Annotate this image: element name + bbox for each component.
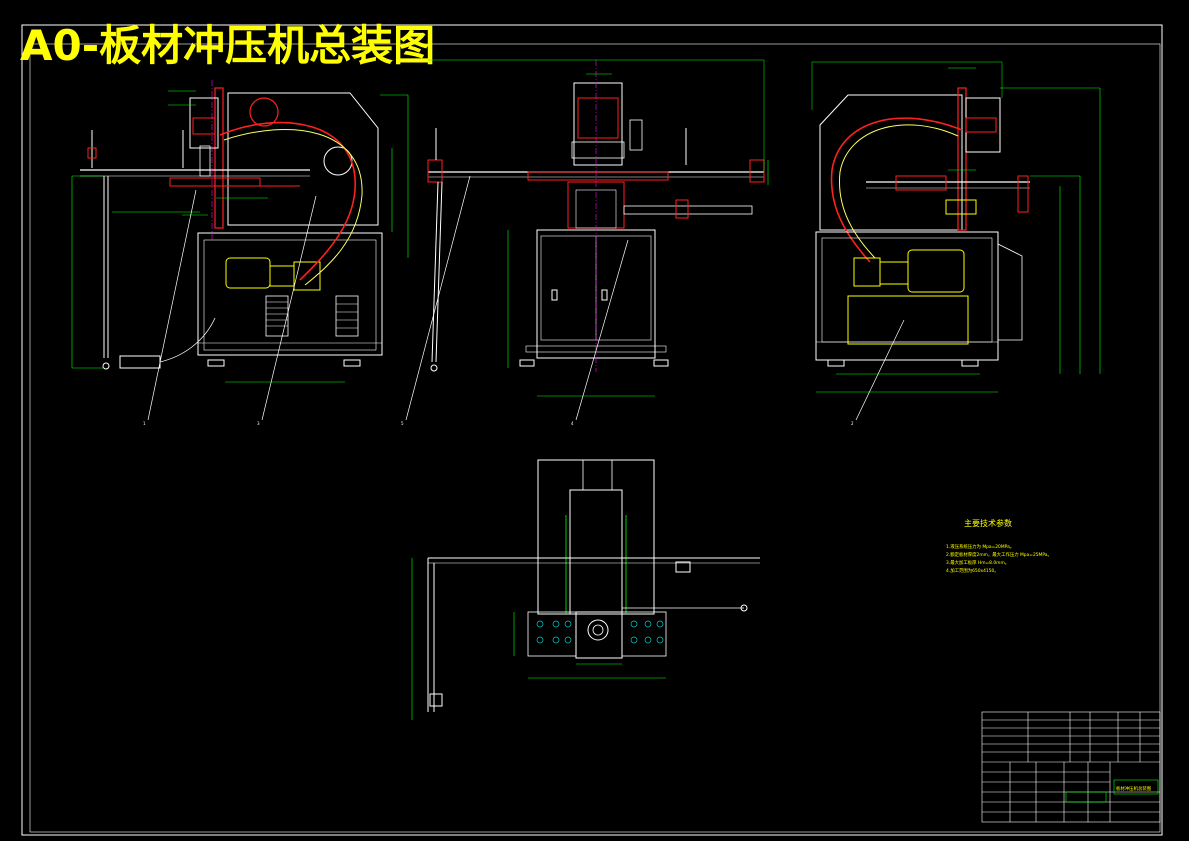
tech-params-heading: 主要技术参数 bbox=[964, 518, 1012, 528]
hydraulic-cylinder bbox=[189, 97, 219, 149]
top-view bbox=[411, 459, 760, 720]
tech-param-3: 3.最大加工板厚 Hm=8.0mm。 bbox=[946, 559, 1009, 566]
drawing-title: A0-板材冲压机总装图 bbox=[20, 21, 435, 70]
tech-param-2: 2.额定板材厚度2mm，最大工作压力 Mpa=25MPa。 bbox=[946, 551, 1052, 558]
outer-frame bbox=[21, 24, 1163, 836]
right-view: 2 bbox=[811, 61, 1101, 426]
press-head bbox=[573, 82, 623, 166]
tech-params: 主要技术参数 1.液压系统压力为 Mpa=20MPa。 2.额定板材厚度2mm，… bbox=[946, 518, 1052, 574]
leader-label-1: 1 bbox=[143, 421, 146, 426]
leader-label-2: 2 bbox=[851, 421, 854, 426]
inner-frame bbox=[29, 43, 1161, 833]
hydraulic-hose bbox=[219, 121, 356, 281]
tech-param-4: 4.加工范围为650x4150。 bbox=[946, 567, 999, 574]
left-table bbox=[527, 611, 577, 657]
right-base-cabinet bbox=[815, 231, 999, 361]
tech-param-1: 1.液压系统压力为 Mpa=20MPa。 bbox=[946, 543, 1014, 550]
title-block bbox=[981, 711, 1161, 823]
left-view: 1 3 bbox=[71, 80, 409, 426]
leader-label-5: 5 bbox=[401, 421, 404, 426]
c-frame-outline bbox=[227, 92, 379, 226]
front-view: 5 4 bbox=[401, 59, 769, 426]
c-frame-inner bbox=[214, 87, 224, 229]
top-frame bbox=[537, 459, 655, 615]
base-cabinet bbox=[197, 232, 383, 356]
cylinder-block bbox=[192, 117, 216, 135]
frame-opening bbox=[249, 97, 279, 127]
right-motor bbox=[907, 249, 965, 293]
title-block-name: 板材冲压机总装图 bbox=[1116, 785, 1152, 792]
motor bbox=[225, 257, 271, 289]
right-c-frame bbox=[819, 94, 963, 231]
leader-label-4: 4 bbox=[571, 421, 574, 426]
leader-label-3: 3 bbox=[257, 421, 260, 426]
right-table bbox=[621, 611, 667, 657]
